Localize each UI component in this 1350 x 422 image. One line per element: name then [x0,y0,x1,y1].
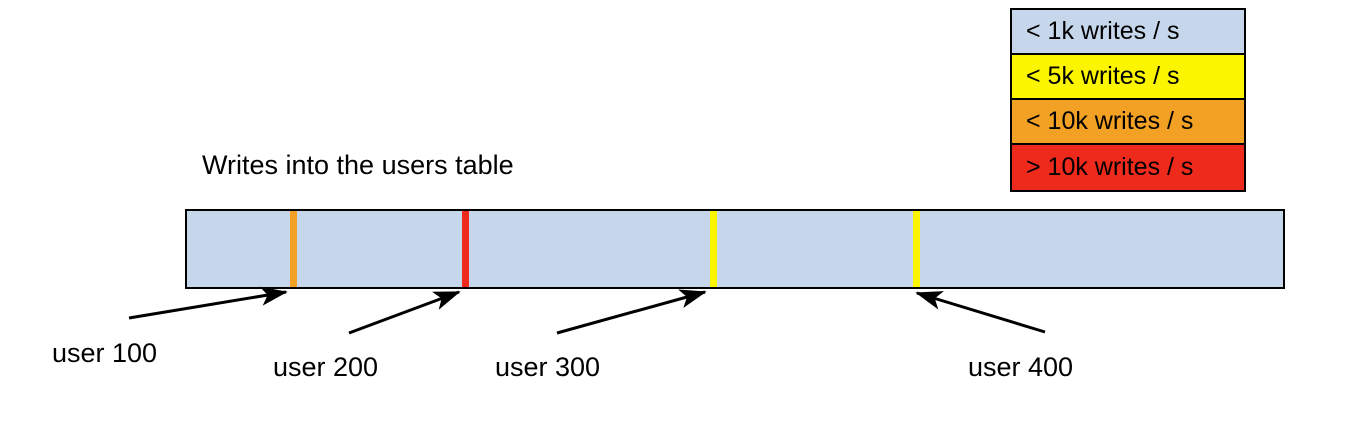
legend: < 1k writes / s < 5k writes / s < 10k wr… [1010,8,1246,192]
legend-item-under-1k: < 1k writes / s [1012,10,1244,55]
callout-label-user-300: user 300 [495,352,601,382]
hot-range-stripe-user-400 [913,211,920,287]
legend-item-under-10k: < 10k writes / s [1012,100,1244,145]
users-table-range-bar [185,209,1285,289]
legend-item-label: < 1k writes / s [1026,17,1180,45]
arrow-user-100 [128,286,288,320]
legend-item-label: > 10k writes / s [1026,153,1194,181]
legend-item-label: < 5k writes / s [1026,62,1180,90]
legend-item-over-10k: > 10k writes / s [1012,145,1244,190]
arrow-user-400 [915,291,1046,334]
arrow-user-200 [348,290,461,335]
legend-item-label: < 10k writes / s [1026,107,1194,135]
arrow-user-300 [556,289,707,335]
hot-range-stripe-user-100 [290,211,297,287]
hot-range-stripe-user-200 [462,211,469,287]
callout-label-user-200: user 200 [273,352,379,382]
callout-label-user-400: user 400 [968,352,1074,382]
hot-range-stripe-user-300 [710,211,717,287]
callout-label-user-100: user 100 [52,338,158,368]
chart-title: Writes into the users table [202,150,514,180]
legend-item-under-5k: < 5k writes / s [1012,55,1244,100]
